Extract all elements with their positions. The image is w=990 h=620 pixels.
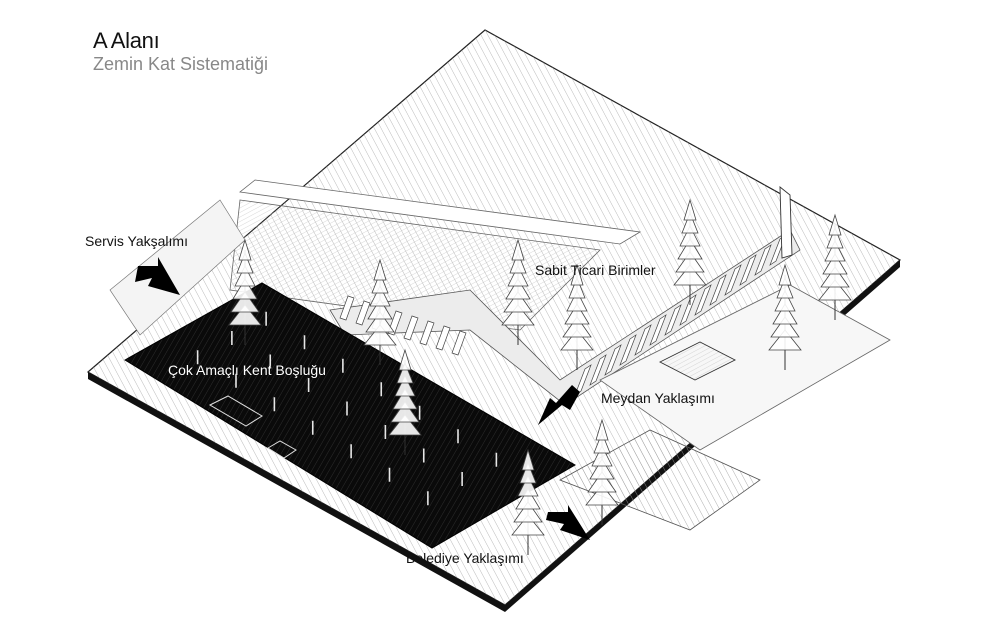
commercial-unit	[724, 264, 742, 296]
commercial-unit	[634, 324, 652, 356]
page-title: A Alanı	[93, 28, 160, 53]
plaza-kiosk	[267, 440, 297, 459]
label-municipality-approach: Belediye Yaklaşımı	[406, 550, 524, 566]
commercial-unit	[355, 300, 371, 326]
commercial-unit	[754, 244, 772, 276]
tree-icon	[818, 213, 852, 320]
commercial-unit	[694, 284, 712, 316]
commercial-unit	[604, 344, 622, 376]
tree-icon	[363, 258, 397, 365]
plaza-columns	[196, 311, 498, 506]
obelisk	[779, 186, 793, 259]
page-subtitle: Zemin Kat Sistematiği	[93, 54, 269, 74]
road-upper	[239, 179, 642, 245]
label-multipurpose-void: Çok Amaçlı Kent Boşluğu	[168, 362, 326, 378]
commercial-unit	[649, 314, 667, 346]
right-square	[599, 284, 891, 451]
tree-icon	[768, 263, 802, 370]
commercial-unit	[589, 354, 607, 386]
stepped-seating	[559, 429, 761, 531]
tree-icon	[228, 238, 262, 345]
tree-icon	[585, 418, 619, 525]
tree-icon	[673, 198, 707, 305]
commercial-unit	[679, 294, 697, 326]
commercial-unit	[664, 304, 682, 336]
commercial-unit	[435, 325, 451, 351]
commercial-unit	[709, 274, 727, 306]
label-fixed-commercial: Sabit Ticari Birimler	[535, 262, 656, 278]
municipality-approach-arrow	[546, 505, 590, 540]
commercial-unit	[403, 315, 419, 341]
label-service-approach: Servis Yakşalımı	[85, 233, 188, 249]
commercial-unit	[419, 320, 435, 346]
square-planter	[659, 341, 736, 381]
tree-icon	[511, 448, 545, 555]
square-approach-arrow	[538, 385, 580, 425]
label-square-approach: Meydan Yaklaşımı	[601, 390, 715, 406]
commercial-unit	[339, 295, 355, 321]
slab-edge-left	[88, 372, 505, 612]
plaza-bench	[208, 395, 263, 427]
tree-icon	[388, 348, 422, 455]
trees	[228, 198, 852, 555]
tree-icon	[501, 238, 535, 345]
commercial-unit	[619, 334, 637, 366]
commercial-unit	[451, 330, 467, 356]
service-approach-arrow	[135, 257, 180, 295]
commercial-unit	[739, 254, 757, 286]
tree-icon	[560, 263, 594, 370]
